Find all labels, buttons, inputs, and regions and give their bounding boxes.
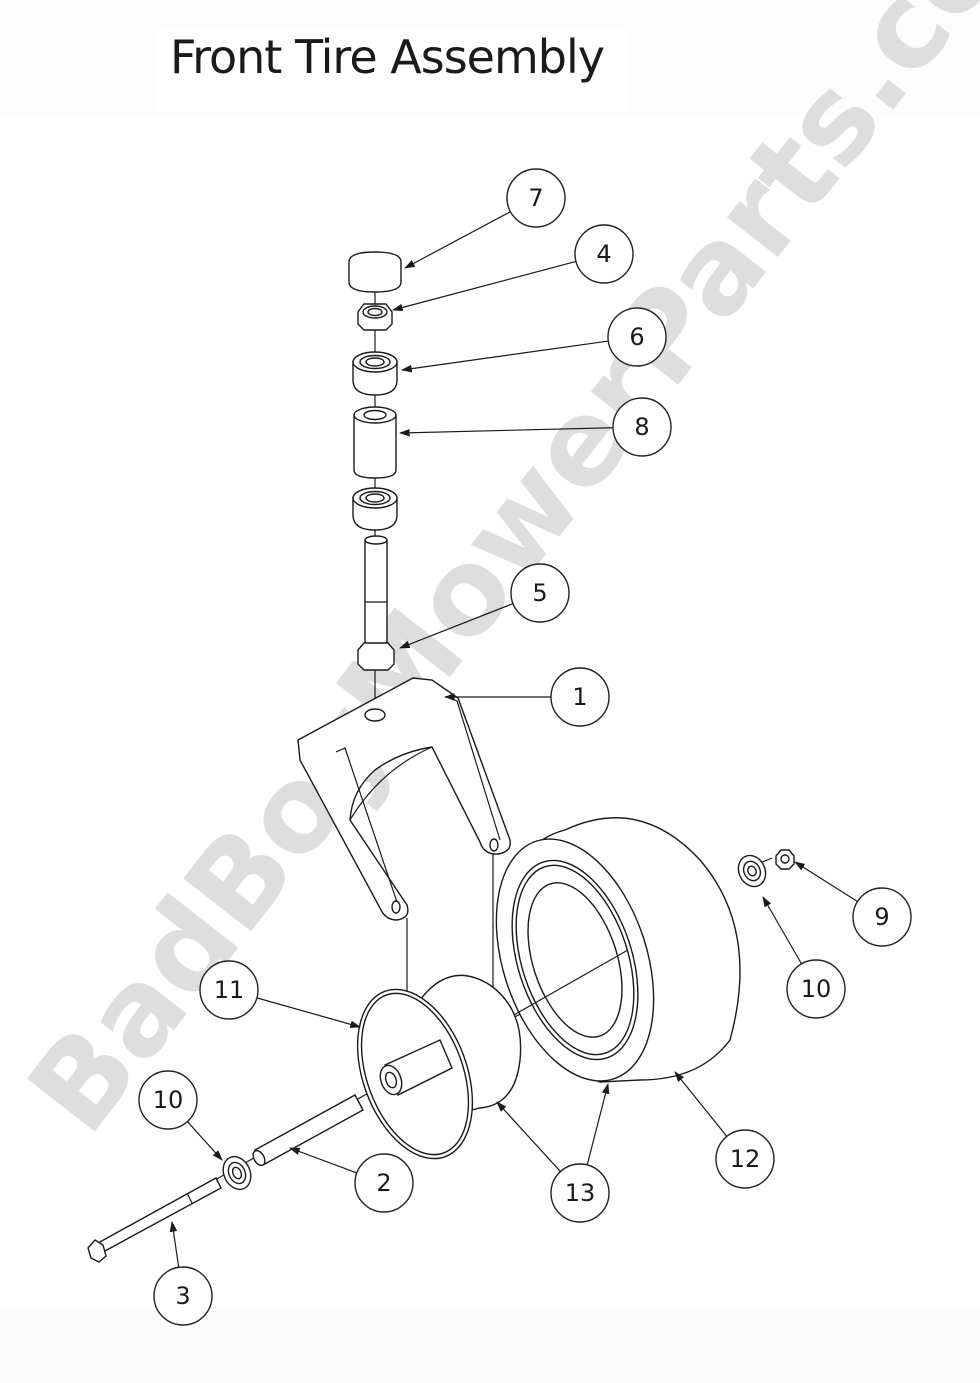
callout-group: 7 4 6 8 5 1 9 10 11 10 2 13 12 3: [138, 168, 912, 1326]
callout-13[interactable]: 13: [550, 1163, 610, 1223]
part-9-axle-nut[interactable]: [775, 849, 795, 870]
leader-line-7: [404, 211, 511, 269]
part-5-caster-shaft-bolt[interactable]: [357, 535, 395, 671]
leader-line-10: [186, 1121, 223, 1161]
page-title: Front Tire Assembly: [170, 30, 605, 84]
callout-number: 3: [175, 1282, 190, 1310]
footer-band: [0, 1310, 980, 1383]
leader-line-12: [674, 1071, 728, 1137]
callout-number: 1: [572, 683, 587, 711]
callout-circle[interactable]: [574, 224, 634, 284]
callout-2[interactable]: 2: [354, 1153, 414, 1213]
leader-line-9: [794, 861, 858, 903]
part-7-dust-cap[interactable]: [348, 251, 402, 293]
callout-number: 7: [528, 184, 543, 212]
callout-circle[interactable]: [786, 959, 846, 1019]
callout-circle[interactable]: [607, 307, 667, 367]
callout-number: 10: [801, 975, 832, 1003]
part-12-tire[interactable]: [468, 817, 741, 1101]
part-10-wheel-bearing-right[interactable]: [733, 851, 770, 891]
callout-1[interactable]: 1: [550, 667, 610, 727]
title-backdrop: [157, 28, 627, 112]
callout-circle[interactable]: [715, 1129, 775, 1189]
leader-line-2: [288, 1147, 358, 1174]
callout-circle[interactable]: [612, 397, 672, 457]
callout-number: 8: [634, 413, 649, 441]
callout-number: 13: [565, 1179, 596, 1207]
part-4-lock-nut[interactable]: [357, 303, 393, 331]
callout-number: 12: [730, 1145, 761, 1173]
callout-number: 4: [596, 240, 611, 268]
callout-circle[interactable]: [153, 1266, 213, 1326]
leader-line-4: [391, 260, 577, 312]
callout-10[interactable]: 10: [138, 1070, 198, 1130]
callout-4[interactable]: 4: [574, 224, 634, 284]
callout-6[interactable]: 6: [607, 307, 667, 367]
callout-circle[interactable]: [550, 1163, 610, 1223]
part-2-spacer-tube[interactable]: [251, 1094, 364, 1167]
callout-7[interactable]: 7: [506, 168, 566, 228]
callout-number: 2: [376, 1169, 391, 1197]
leader-line-5: [398, 603, 514, 649]
part-10-wheel-bearing-left[interactable]: [218, 1152, 256, 1194]
callout-number: 10: [153, 1086, 184, 1114]
callout-circle[interactable]: [510, 563, 570, 623]
leader-line-10: [762, 896, 803, 965]
part-6-bearing-lower[interactable]: [352, 487, 398, 531]
callout-circle[interactable]: [550, 667, 610, 727]
callout-5[interactable]: 5: [510, 563, 570, 623]
leader-line-13: [586, 1082, 610, 1166]
callout-circle[interactable]: [506, 168, 566, 228]
callout-3[interactable]: 3: [153, 1266, 213, 1326]
callout-8[interactable]: 8: [612, 397, 672, 457]
leader-line-6: [400, 340, 609, 373]
leader-line-11: [256, 997, 362, 1028]
callout-circle[interactable]: [354, 1153, 414, 1213]
leader-line-3: [169, 1220, 180, 1268]
callout-12[interactable]: 12: [715, 1129, 775, 1189]
callout-9[interactable]: 9: [852, 887, 912, 947]
callout-circle[interactable]: [138, 1070, 198, 1130]
leader-line-8: [398, 427, 614, 437]
callout-11[interactable]: 11: [199, 960, 259, 1020]
callout-circle[interactable]: [199, 960, 259, 1020]
callout-number: 6: [629, 323, 644, 351]
part-8-bearing-spacer[interactable]: [353, 406, 397, 479]
callout-number: 9: [874, 903, 889, 931]
callout-number: 5: [532, 579, 547, 607]
callout-10[interactable]: 10: [786, 959, 846, 1019]
part-11-rim-half[interactable]: [336, 974, 494, 1175]
part-6-bearing[interactable]: [352, 351, 398, 396]
callout-number: 11: [214, 976, 245, 1004]
callout-circle[interactable]: [852, 887, 912, 947]
leader-line-13: [496, 1101, 561, 1172]
part-3-axle-bolt[interactable]: [87, 1177, 222, 1263]
